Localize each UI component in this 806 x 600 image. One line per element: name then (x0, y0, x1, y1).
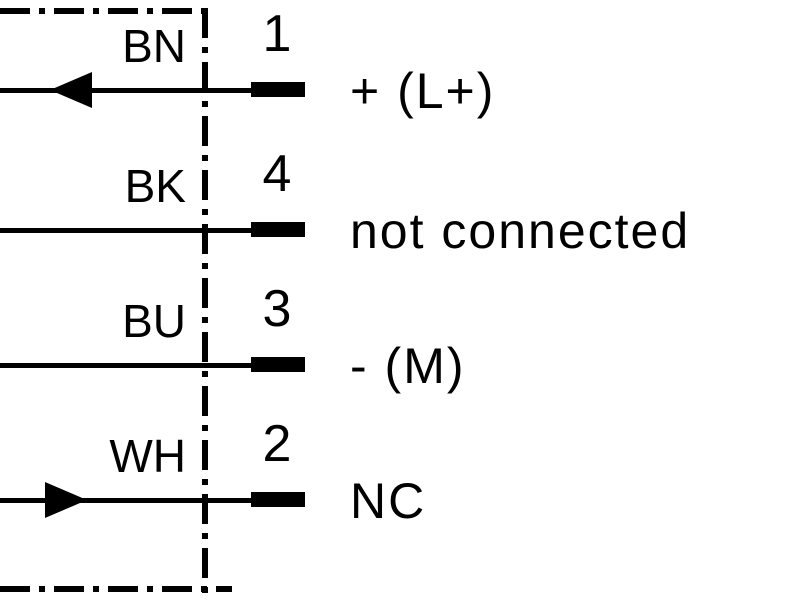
wire-color-label: BK (124, 160, 186, 212)
wire-row: BU 3 - (M) (0, 281, 806, 397)
wire-row: BK 4 not connected (0, 146, 806, 262)
pin-number: 2 (262, 415, 292, 473)
wire-color-label: WH (109, 430, 186, 482)
pin-function-label: + (L+) (350, 63, 496, 119)
terminal-pad (251, 357, 305, 372)
wire-line (0, 498, 254, 503)
pin-function-label: not connected (350, 203, 691, 259)
wire-color-label: BN (122, 20, 186, 72)
arrow-right-icon (45, 482, 87, 518)
pin-function-label: - (M) (350, 338, 466, 394)
wire-row: BN 1 + (L+) (0, 6, 806, 122)
arrow-left-icon (50, 72, 92, 108)
wire-line (0, 88, 254, 93)
pin-number: 1 (262, 5, 292, 63)
terminal-pad (251, 492, 305, 507)
wire-row: WH 2 NC (0, 416, 806, 532)
wire-color-label: BU (122, 295, 186, 347)
wire-line (0, 228, 254, 233)
wire-line (0, 363, 254, 368)
pin-function-label: NC (350, 473, 427, 529)
pin-number: 3 (262, 280, 292, 338)
terminal-pad (251, 82, 305, 97)
pin-number: 4 (262, 145, 292, 203)
terminal-pad (251, 222, 305, 237)
